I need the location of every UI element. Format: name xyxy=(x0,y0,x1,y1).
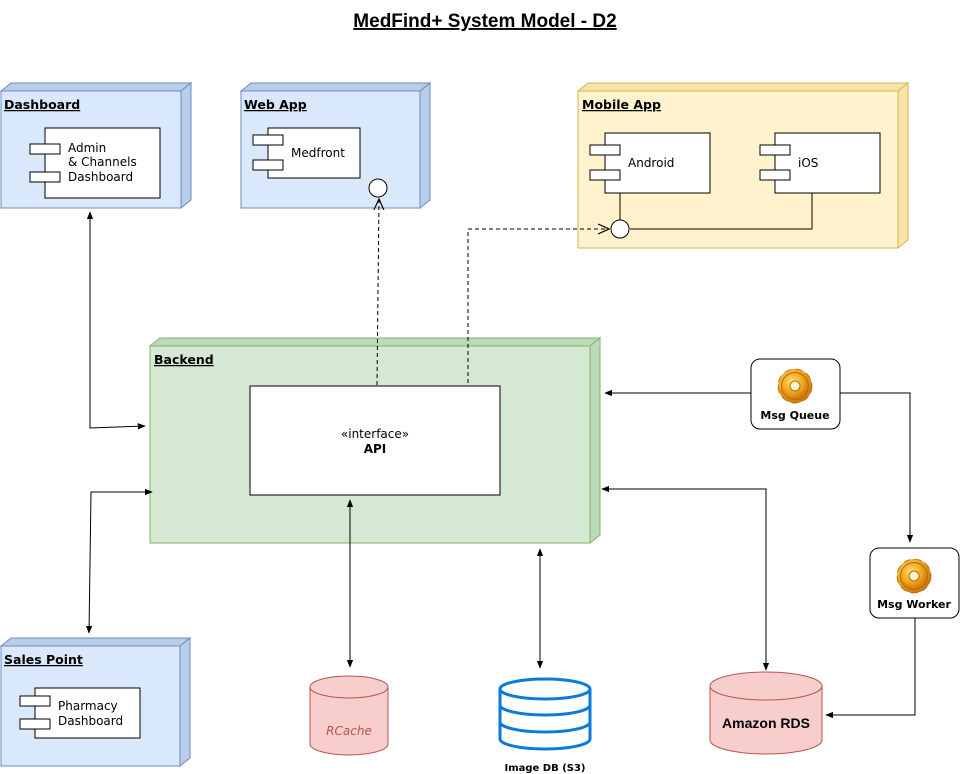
rcache-label: RCache xyxy=(326,724,372,738)
pharmacy-dashboard-component[interactable]: Pharmacy Dashboard xyxy=(19,687,141,739)
admin-dashboard-label-1: Admin xyxy=(68,141,106,155)
msg-queue-label: Msg Queue xyxy=(760,409,829,422)
amazon-rds-label: Amazon RDS xyxy=(722,715,810,731)
backend-node-label: Backend xyxy=(154,352,214,367)
mobile-app-node[interactable]: Mobile App Android iOS xyxy=(576,81,910,250)
storage-stack-icon xyxy=(498,677,592,751)
mobile-app-node-label: Mobile App xyxy=(582,97,661,112)
sales-point-node-label: Sales Point xyxy=(4,652,83,667)
web-app-node[interactable]: Web App Medfront xyxy=(239,81,432,210)
admin-dashboard-label-3: Dashboard xyxy=(68,170,133,184)
image-db-label: Image DB (S3) xyxy=(504,763,585,774)
api-name: API xyxy=(364,442,387,456)
web-app-node-label: Web App xyxy=(244,97,307,112)
dashboard-backend-link xyxy=(86,211,146,430)
msg-worker-label: Msg Worker xyxy=(877,598,951,611)
api-interface[interactable]: «interface» API xyxy=(249,385,501,496)
diagram-title: MedFind+ System Model - D2 xyxy=(353,11,616,32)
msg-queue-service[interactable]: Msg Queue xyxy=(750,358,841,430)
android-label: Android xyxy=(628,156,674,170)
pharmacy-dashboard-label-2: Dashboard xyxy=(58,714,123,728)
backend-rds-link xyxy=(601,485,770,671)
backend-node[interactable]: Backend «interface» API xyxy=(148,336,602,545)
amazon-rds-store[interactable]: Amazon RDS xyxy=(709,671,823,755)
pharmacy-dashboard-label-1: Pharmacy xyxy=(58,699,118,713)
dashboard-node[interactable]: Dashboard Admin & Channels Dashboard xyxy=(0,81,193,210)
api-webapp-dependency xyxy=(377,199,379,386)
msg-queue-gear-icon xyxy=(777,368,813,404)
image-db-store[interactable]: Image DB (S3) xyxy=(498,677,592,774)
dashboard-node-label: Dashboard xyxy=(4,97,80,112)
api-mobile-dependency xyxy=(467,229,609,383)
admin-dashboard-label-2: & Channels xyxy=(68,155,137,169)
rcache-store[interactable]: RCache xyxy=(309,675,389,756)
web-app-interface-port xyxy=(368,178,388,198)
medfront-label: Medfront xyxy=(291,146,345,160)
ios-label: iOS xyxy=(798,156,818,170)
msg-worker-service[interactable]: Msg Worker xyxy=(869,547,960,619)
ios-component[interactable]: iOS xyxy=(759,132,881,194)
connectors xyxy=(85,199,916,719)
android-component[interactable]: Android xyxy=(589,132,711,194)
admin-dashboard-component[interactable]: Admin & Channels Dashboard xyxy=(29,127,161,199)
mobile-interface-port xyxy=(610,219,630,239)
api-stereotype: «interface» xyxy=(341,427,409,441)
medfront-component[interactable]: Medfront xyxy=(252,127,361,179)
sales-point-node[interactable]: Sales Point Pharmacy Dashboard xyxy=(0,636,192,768)
worker-rds-link xyxy=(825,618,916,719)
queue-worker-link xyxy=(840,392,914,543)
msg-worker-gear-icon xyxy=(896,558,932,594)
salespoint-backend-link xyxy=(85,488,153,634)
